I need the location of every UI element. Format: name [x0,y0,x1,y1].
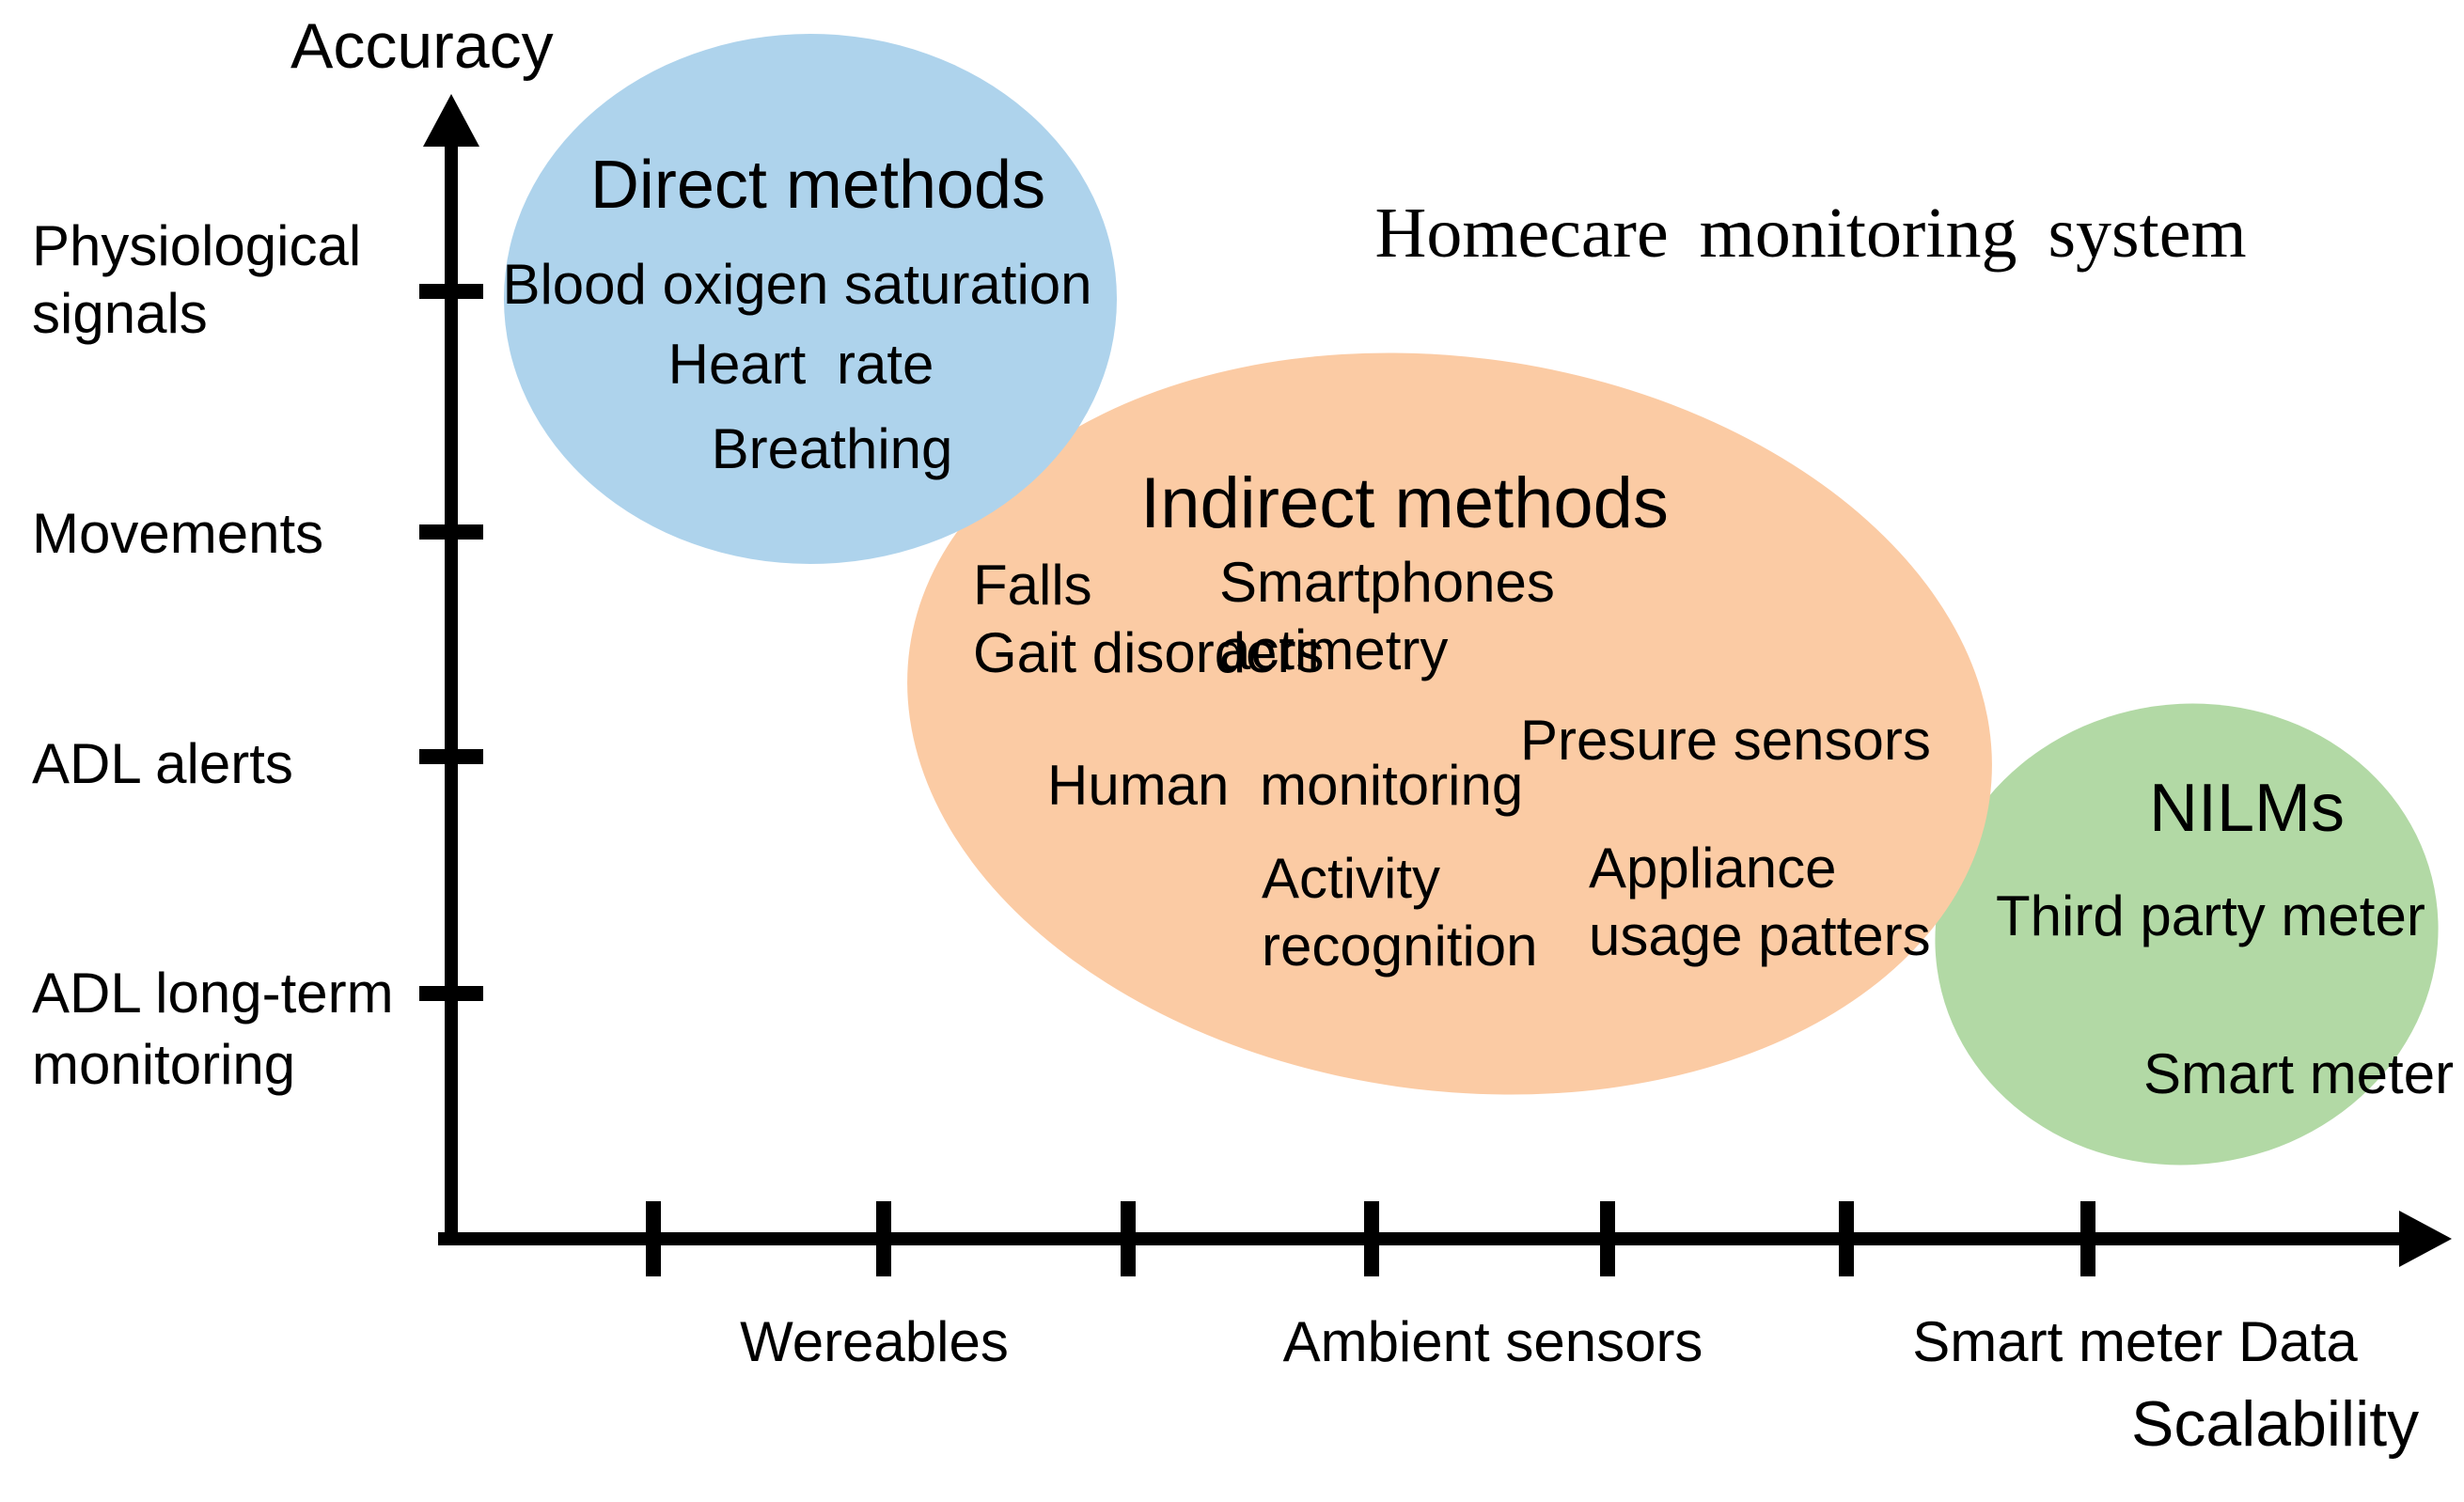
x-axis-tick [1839,1201,1854,1276]
page-title: Homecare monitoring system [1374,194,2247,273]
y-tick-label-physiological-signals: Physiological signals [32,214,362,345]
x-axis-tick [2080,1201,2095,1276]
x-axis-line [438,1232,2409,1245]
y-tick-label-movements: Movements [32,502,324,565]
indirect-methods-item-gait-disorders: Gait disorders [973,621,1325,684]
direct-methods-item-heart-rate: Heart rate [667,333,934,396]
x-axis-tick [1364,1201,1379,1276]
indirect-methods-item-appliance-usage-patters: Appliance usage patters [1589,837,1931,967]
y-axis-label: Accuracy [290,10,554,82]
x-axis-label: Scalability [2131,1388,2420,1460]
x-axis-arrowhead-icon [2399,1211,2452,1267]
x-axis-tick [1600,1201,1615,1276]
indirect-methods-item-presure-sensors: Presure sensors [1520,709,1931,772]
indirect-methods-item-human-monitoring: Human monitoring [1047,754,1524,817]
x-tick-label-wereables: Wereables [740,1310,1009,1373]
indirect-methods-item-falls: Falls [973,554,1092,617]
nilms-title: NILMs [2148,771,2346,846]
y-tick-label-adl-alerts: ADL alerts [32,732,293,795]
y-axis-tick [419,986,483,1001]
direct-methods-item-blood-oxigen: Blood oxigen saturation [502,253,1092,316]
x-axis-tick [646,1201,661,1276]
y-axis-line [445,132,458,1245]
y-axis-tick [419,749,483,764]
nilms-item-smart-meter: Smart meter [2143,1042,2455,1105]
x-tick-label-smart-meter-data: Smart meter Data [1912,1310,2358,1373]
y-axis-tick [419,284,483,299]
y-axis-arrowhead-icon [423,94,479,147]
indirect-methods-title: Indirect methods [1140,463,1669,543]
indirect-methods-item-smartphones-actimetry: Smartphones actimetry [1219,551,1555,681]
indirect-methods-item-activity-recognition: Activity recognition [1262,847,1538,978]
x-axis-tick [876,1201,891,1276]
direct-methods-item-breathing: Breathing [711,417,953,480]
nilms-item-third-party-meter: Third party meter [1996,884,2425,947]
ellipse-direct-methods [504,34,1117,564]
y-axis-tick [419,524,483,540]
x-axis-tick [1121,1201,1136,1276]
y-tick-label-adl-long-term: ADL long-term monitoring [32,962,394,1096]
x-tick-label-ambient-sensors: Ambient sensors [1282,1310,1703,1373]
direct-methods-title: Direct methods [589,148,1046,223]
